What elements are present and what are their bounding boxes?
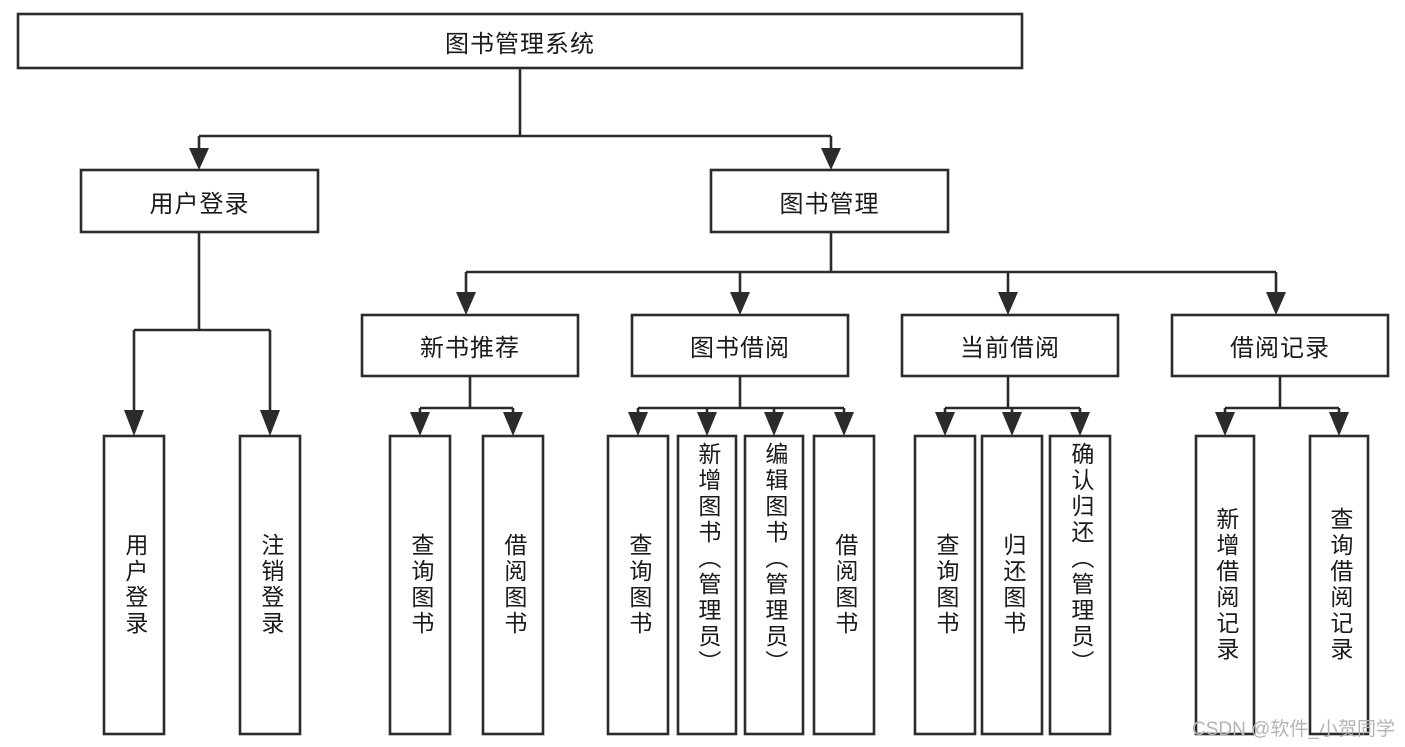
- node-box-book-manage[interactable]: [709, 168, 950, 234]
- connector-group-book-manage: [456, 232, 1286, 315]
- connector-group-new-book-recommend: [410, 376, 523, 436]
- connector-group-borrow-record: [1215, 376, 1349, 436]
- arrow-head-query-book-1: [410, 412, 430, 436]
- node-box-query-book-2[interactable]: [606, 434, 670, 736]
- arrow-head-query-book-2: [628, 412, 648, 436]
- node-box-user-logout-leaf[interactable]: [238, 434, 302, 736]
- node-box-borrow-record[interactable]: [1170, 313, 1390, 378]
- node-box-user-login[interactable]: [79, 168, 320, 234]
- node-box-user-login-leaf[interactable]: [102, 434, 166, 736]
- arrow-head-borrow-record: [1266, 292, 1286, 315]
- node-box-borrow-book-2[interactable]: [812, 434, 876, 736]
- node-box-confirm-return-admin[interactable]: [1048, 434, 1112, 736]
- node-box-current-borrow[interactable]: [900, 313, 1120, 378]
- arrow-head-user-login: [189, 148, 209, 170]
- arrow-head-borrow-book-1: [503, 412, 523, 436]
- connector-group-book-borrow: [628, 376, 854, 436]
- connector-group-user-login: [124, 232, 280, 436]
- node-box-return-book[interactable]: [980, 434, 1044, 736]
- node-box-query-book-3[interactable]: [913, 434, 977, 736]
- node-box-query-book-1[interactable]: [388, 434, 452, 736]
- arrow-head-book-borrow: [730, 292, 750, 315]
- arrow-head-edit-book-admin: [764, 412, 784, 436]
- arrow-head-confirm-return-admin: [1070, 412, 1090, 436]
- arrow-head-current-borrow: [998, 292, 1018, 315]
- arrow-head-user-logout-leaf: [260, 410, 280, 436]
- node-box-new-book-recommend[interactable]: [360, 313, 580, 378]
- node-box-borrow-book-1[interactable]: [481, 434, 545, 736]
- arrow-head-query-borrow-record: [1329, 412, 1349, 436]
- node-box-add-borrow-record[interactable]: [1194, 434, 1256, 736]
- arrow-head-add-borrow-record: [1215, 412, 1235, 436]
- node-box-add-book-admin[interactable]: [676, 434, 738, 736]
- node-box-book-borrow[interactable]: [630, 313, 850, 378]
- node-box-root[interactable]: [16, 12, 1024, 70]
- node-box-edit-book-admin[interactable]: [743, 434, 805, 736]
- arrow-head-book-manage: [821, 148, 841, 170]
- connector-group-root: [189, 68, 841, 170]
- arrow-head-query-book-3: [935, 412, 955, 436]
- arrow-head-add-book-admin: [697, 412, 717, 436]
- arrow-head-return-book: [1002, 412, 1022, 436]
- node-box-query-borrow-record[interactable]: [1308, 434, 1370, 736]
- arrow-head-borrow-book-2: [834, 412, 854, 436]
- arrow-head-new-book-recommend: [456, 292, 476, 315]
- connector-group-current-borrow: [935, 376, 1090, 436]
- arrow-head-user-login-leaf: [124, 410, 144, 436]
